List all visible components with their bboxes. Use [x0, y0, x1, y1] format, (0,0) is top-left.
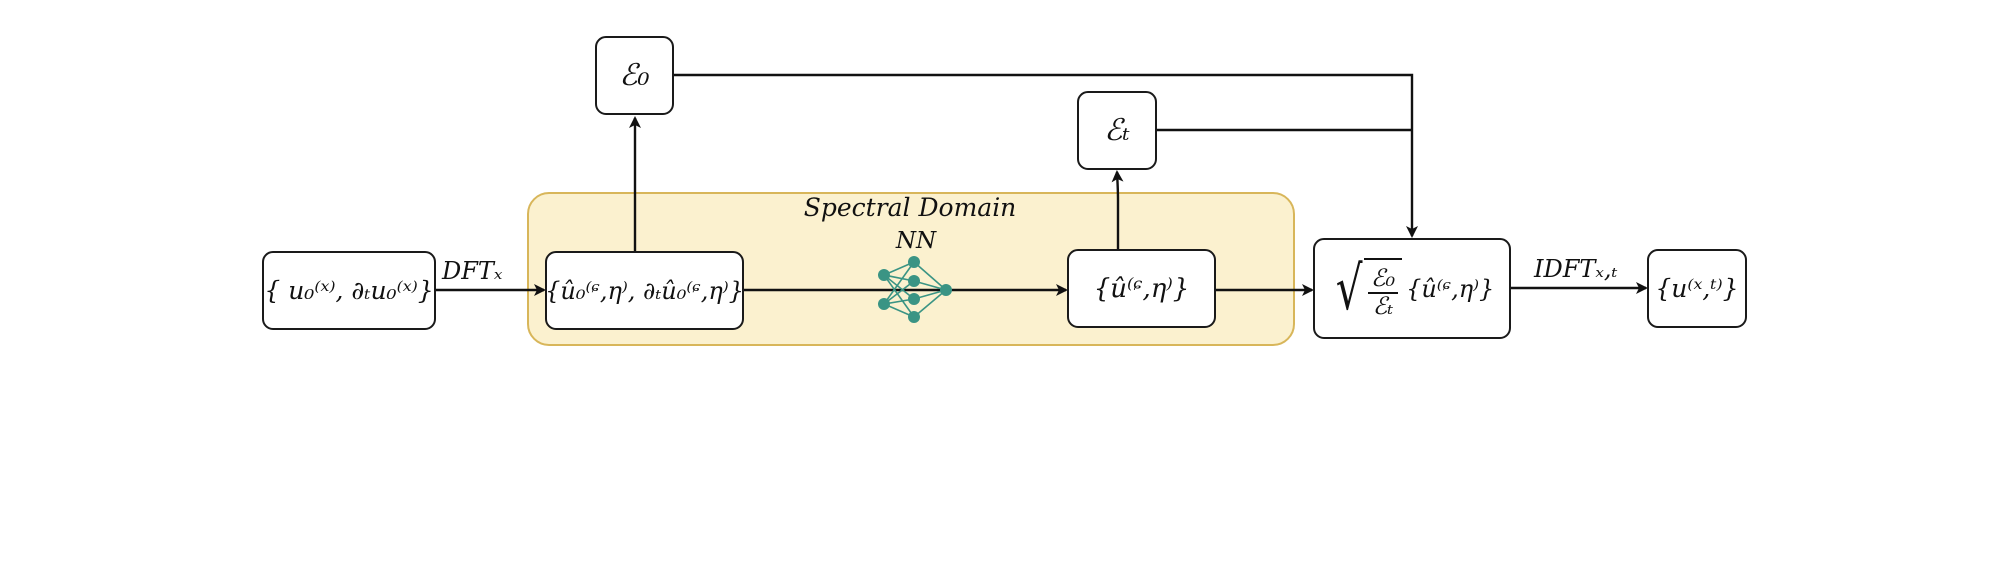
- nn-node: [908, 256, 920, 268]
- sqrt-sign: √: [1335, 253, 1363, 324]
- scaled-box: √ ℰ₀ ℰₜ {û⁽ᶝ,η⁾}: [1313, 238, 1511, 339]
- nn-node: [908, 293, 920, 305]
- output-box: {u⁽ˣ,ᵗ⁾}: [1647, 249, 1747, 328]
- nn-node: [878, 298, 890, 310]
- energy-t-box: ℰₜ: [1077, 91, 1157, 170]
- idft-label: IDFTₓ,ₜ: [1534, 255, 1618, 283]
- ratio-denominator: ℰₜ: [1372, 291, 1394, 320]
- arrow-to-energy-t: [1111, 170, 1124, 249]
- spectral-out-box: {û⁽ᶝ,η⁾}: [1067, 249, 1216, 328]
- energy-0-box: ℰ₀: [595, 36, 674, 115]
- sqrt-expression: √ ℰ₀ ℰₜ: [1330, 253, 1403, 324]
- nn-node: [908, 311, 920, 323]
- spectral-init-box: {û₀⁽ᶝ,η⁾, ∂ₜû₀⁽ᶝ,η⁾}: [545, 251, 744, 330]
- scaled-spectrum: {û⁽ᶝ,η⁾}: [1406, 274, 1495, 303]
- sqrt-body: ℰ₀ ℰₜ: [1363, 258, 1403, 320]
- nn-node: [940, 284, 952, 296]
- nn-node: [908, 275, 920, 287]
- energy-ratio: ℰ₀ ℰₜ: [1367, 266, 1399, 320]
- spectral-domain-title: Spectral Domain: [803, 193, 1017, 222]
- nn-label: NN: [895, 228, 937, 254]
- nn-node: [878, 269, 890, 281]
- ratio-numerator: ℰ₀: [1367, 266, 1399, 294]
- input-box: { u₀⁽ˣ⁾, ∂ₜu₀⁽ˣ⁾}: [262, 251, 436, 330]
- arrow-energy-0-to-scaled: [673, 73, 1418, 238]
- dft-label: DFTₓ: [442, 257, 503, 285]
